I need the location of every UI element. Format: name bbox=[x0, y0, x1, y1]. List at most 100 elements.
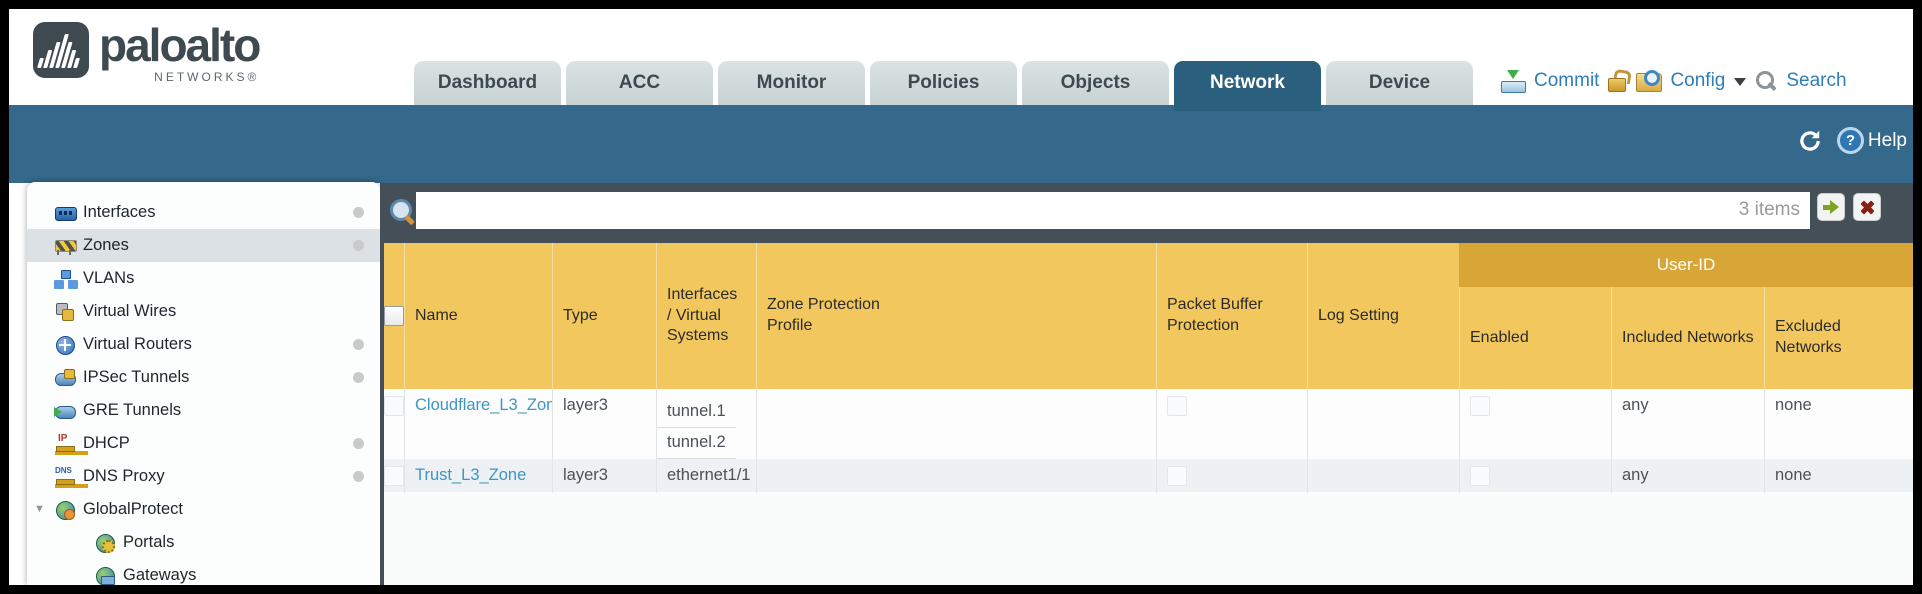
col-header-interfaces[interactable]: Interfaces / Virtual Systems bbox=[656, 243, 756, 389]
table-row: Trust_L3_Zone layer3 ethernet1/1 any non… bbox=[384, 459, 1913, 492]
filter-search-icon bbox=[390, 199, 416, 225]
config-icon[interactable] bbox=[1636, 70, 1663, 92]
zone-type: layer3 bbox=[552, 459, 656, 492]
search-icon[interactable] bbox=[1755, 70, 1777, 92]
help-icon bbox=[1836, 127, 1864, 154]
filter-input[interactable] bbox=[416, 192, 1810, 229]
col-header-log-setting[interactable]: Log Setting bbox=[1307, 243, 1459, 389]
commit-button[interactable]: Commit bbox=[1534, 70, 1600, 91]
row-checkbox[interactable] bbox=[384, 396, 404, 416]
commit-icon[interactable] bbox=[1501, 69, 1526, 93]
sidebar-item-label: Virtual Routers bbox=[83, 335, 192, 353]
zone-interfaces: tunnel.1 tunnel.2 bbox=[656, 389, 756, 459]
sidebar-item-vlans[interactable]: VLANs bbox=[27, 262, 380, 295]
sidebar-item-gateways[interactable]: Gateways bbox=[27, 559, 380, 585]
clear-filter-button[interactable] bbox=[1853, 193, 1881, 221]
virtual-routers-icon bbox=[55, 335, 75, 355]
logo-wordmark: paloalto bbox=[99, 19, 261, 71]
interface-entry: tunnel.2 bbox=[657, 428, 736, 459]
help-button[interactable]: Help bbox=[1836, 127, 1907, 154]
zone-name-link[interactable]: Cloudflare_L3_Zone bbox=[415, 396, 552, 414]
zone-interfaces: ethernet1/1 bbox=[656, 459, 756, 492]
user-id-group-header: User-ID bbox=[1459, 243, 1913, 287]
sidebar-item-label: GlobalProtect bbox=[83, 500, 183, 518]
sidebar-item-zones[interactable]: Zones bbox=[27, 229, 380, 262]
expand-triangle-icon[interactable]: ▼ bbox=[34, 503, 45, 515]
tab-monitor[interactable]: Monitor bbox=[718, 61, 865, 105]
status-dot bbox=[353, 372, 364, 383]
vlans-icon bbox=[55, 269, 75, 289]
col-header-type[interactable]: Type bbox=[552, 243, 656, 389]
zones-table: User-ID Name Type Interfaces / Virtual S… bbox=[384, 243, 1913, 585]
sidebar-item-globalprotect[interactable]: ▼ GlobalProtect bbox=[27, 493, 380, 526]
config-button[interactable]: Config bbox=[1670, 70, 1726, 91]
paloalto-logo: paloalto NETWORKS® bbox=[33, 19, 261, 84]
sidebar-item-label: DHCP bbox=[83, 434, 130, 452]
interfaces-icon bbox=[55, 203, 77, 223]
sidebar-item-gre-tunnels[interactable]: GRE Tunnels bbox=[27, 394, 380, 427]
user-id-enabled-checkbox[interactable] bbox=[1470, 465, 1490, 486]
row-checkbox[interactable] bbox=[384, 465, 404, 486]
status-dot bbox=[353, 471, 364, 482]
excluded-networks: none bbox=[1764, 389, 1913, 459]
user-id-enabled-checkbox[interactable] bbox=[1470, 396, 1490, 416]
ipsec-tunnels-icon bbox=[55, 368, 76, 388]
packet-buffer-protection-checkbox[interactable] bbox=[1167, 396, 1187, 416]
col-header-enabled[interactable]: Enabled bbox=[1459, 243, 1611, 389]
sidebar-item-virtual-routers[interactable]: Virtual Routers bbox=[27, 328, 380, 361]
apply-filter-button[interactable] bbox=[1817, 193, 1845, 221]
portals-icon bbox=[95, 533, 115, 553]
table-row: Cloudflare_L3_Zone layer3 tunnel.1 tunne… bbox=[384, 389, 1913, 459]
packet-buffer-protection-checkbox[interactable] bbox=[1167, 465, 1187, 486]
logo-pulse-bars-icon bbox=[37, 34, 87, 68]
teal-band: Help bbox=[9, 105, 1913, 183]
col-header-zone-protection-profile[interactable]: Zone Protection Profile bbox=[756, 243, 1156, 389]
zones-icon bbox=[55, 236, 77, 256]
tab-network[interactable]: Network bbox=[1174, 61, 1321, 111]
col-header-packet-buffer-protection[interactable]: Packet Buffer Protection bbox=[1156, 243, 1307, 389]
paloalto-logo-mark bbox=[33, 22, 89, 78]
col-header-name[interactable]: Name bbox=[404, 243, 552, 389]
logo-networks-label: NETWORKS® bbox=[154, 70, 260, 84]
col-header-excluded-networks[interactable]: Excluded Networks bbox=[1764, 243, 1913, 389]
sidebar-item-interfaces[interactable]: Interfaces bbox=[27, 196, 380, 229]
app-window: paloalto NETWORKS® Dashboard ACC Monitor… bbox=[9, 9, 1913, 585]
sidebar-item-label: DNS Proxy bbox=[83, 467, 165, 485]
gateways-icon bbox=[95, 566, 115, 585]
zone-name-link[interactable]: Trust_L3_Zone bbox=[415, 466, 527, 484]
col-header-included-networks[interactable]: Included Networks bbox=[1611, 243, 1764, 389]
help-label: Help bbox=[1867, 129, 1907, 151]
main-content: 3 items User-ID Name Type Interfaces / V… bbox=[380, 183, 1913, 585]
header-utilities: Commit Config Search bbox=[1501, 61, 1847, 101]
sidebar-item-virtual-wires[interactable]: Virtual Wires bbox=[27, 295, 380, 328]
sidebar-item-label: GRE Tunnels bbox=[83, 401, 182, 419]
tab-acc[interactable]: ACC bbox=[566, 61, 713, 105]
config-caret-icon[interactable] bbox=[1734, 77, 1747, 92]
status-dot bbox=[353, 240, 364, 251]
tab-device[interactable]: Device bbox=[1326, 61, 1473, 105]
sidebar-item-ipsec-tunnels[interactable]: IPSec Tunnels bbox=[27, 361, 380, 394]
zone-type: layer3 bbox=[552, 389, 656, 459]
sidebar-item-dns-proxy[interactable]: DNS Proxy bbox=[27, 460, 380, 493]
excluded-networks: none bbox=[1764, 459, 1913, 492]
main-nav-tabs: Dashboard ACC Monitor Policies Objects N… bbox=[414, 61, 1473, 111]
top-bar: paloalto NETWORKS® Dashboard ACC Monitor… bbox=[9, 9, 1913, 111]
search-button[interactable]: Search bbox=[1786, 70, 1847, 91]
interface-entry: tunnel.1 bbox=[657, 396, 736, 428]
sidebar-item-label: Gateways bbox=[123, 566, 197, 584]
lock-icon[interactable] bbox=[1608, 70, 1627, 92]
select-all-checkbox[interactable] bbox=[384, 306, 404, 326]
globalprotect-icon bbox=[55, 500, 75, 520]
log-setting bbox=[1307, 459, 1459, 492]
tab-policies[interactable]: Policies bbox=[870, 61, 1017, 105]
tab-objects[interactable]: Objects bbox=[1022, 61, 1169, 105]
sidebar-item-label: VLANs bbox=[83, 269, 135, 287]
sidebar-item-dhcp[interactable]: DHCP bbox=[27, 427, 380, 460]
table-empty-area bbox=[384, 493, 1913, 585]
dhcp-icon bbox=[55, 433, 75, 454]
table-header: User-ID Name Type Interfaces / Virtual S… bbox=[384, 243, 1913, 389]
refresh-icon[interactable] bbox=[1797, 128, 1823, 154]
tab-dashboard[interactable]: Dashboard bbox=[414, 61, 561, 105]
sidebar-item-portals[interactable]: Portals bbox=[27, 526, 380, 559]
